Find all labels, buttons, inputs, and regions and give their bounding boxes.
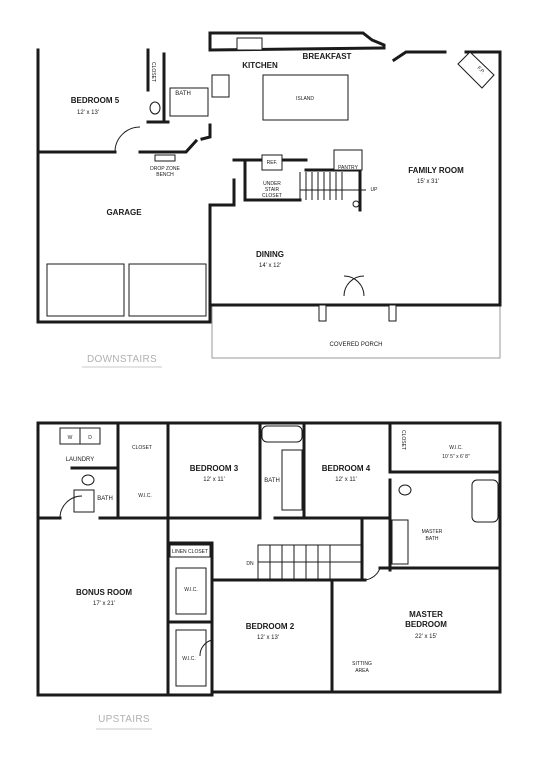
bonus-door <box>59 495 83 519</box>
linen-closet-label: LINEN CLOSET <box>172 549 208 555</box>
porch-post-1 <box>318 304 327 322</box>
ref-label: REF. <box>267 160 278 166</box>
bedroom2-label: BEDROOM 2 <box>246 622 295 631</box>
porch-post-2 <box>388 304 397 322</box>
covered-porch-outline <box>211 305 501 359</box>
kitchen-label: KITCHEN <box>242 61 278 70</box>
bedroom5-door <box>114 126 141 153</box>
washer-label: W <box>68 435 73 441</box>
kitchen-island <box>262 74 349 121</box>
laundry-label: LAUNDRY <box>66 457 95 463</box>
master-door <box>364 567 381 581</box>
wic3-box <box>175 629 207 687</box>
newel-post <box>352 200 360 208</box>
garage-label: GARAGE <box>106 208 142 217</box>
bath2-vanity <box>281 449 303 511</box>
under-stair-wall <box>243 160 302 202</box>
upstairs-outer-wall <box>36 421 502 697</box>
garage-door-right <box>128 263 207 317</box>
dn-label: DN <box>246 561 254 567</box>
master-bedroom-size: 22' x 15' <box>415 634 437 640</box>
linen-closet-box <box>169 544 211 558</box>
bath2-tub <box>261 425 303 443</box>
bath2-walls <box>258 421 306 520</box>
bedroom5-south-wall <box>36 123 212 154</box>
closet2-label: CLOSET <box>400 430 406 450</box>
master-vanity <box>391 519 409 565</box>
wic3-label: W.I.C. <box>182 656 196 662</box>
upstairs-closet-label: CLOSET <box>132 445 152 451</box>
drop-zone-bench <box>154 154 176 162</box>
island-label: ISLAND <box>296 96 314 102</box>
garage-door-left <box>46 263 125 317</box>
refrigerator <box>261 154 283 171</box>
master-bedroom-north-wall <box>330 566 502 582</box>
bath1-vanity <box>73 489 95 513</box>
upstairs-floor-label: UPSTAIRS <box>98 714 150 725</box>
downstairs-plan: BEDROOM 5 12' x 13' CLOSET BATH KITCHEN … <box>36 31 502 368</box>
porch-door <box>343 275 365 297</box>
family-room-size: 15' x 31' <box>417 179 439 185</box>
dining-size: 14' x 12' <box>259 263 281 269</box>
bonus-room-size: 17' x 21' <box>93 601 115 607</box>
fireplace-label: F.P. <box>476 65 486 75</box>
family-room-label: FAMILY ROOM <box>408 166 464 175</box>
porch-door-2 <box>343 275 365 297</box>
laundry-bath-wall <box>70 421 120 520</box>
dryer-label: D <box>88 435 92 441</box>
bedroom4-size: 12' x 11' <box>335 477 357 483</box>
master-toilet <box>398 484 412 496</box>
closet-bath-wall <box>146 52 170 124</box>
up-label: UP <box>371 187 379 193</box>
bedroom3-size: 12' x 11' <box>203 477 225 483</box>
bedroom2-door <box>199 639 213 657</box>
bedroom5-label: BEDROOM 5 <box>71 96 120 105</box>
garage-east-wall <box>208 178 236 207</box>
bath1-toilet <box>81 474 95 486</box>
dryer-box <box>79 427 101 445</box>
cooktop <box>211 74 230 98</box>
dining-label: DINING <box>256 250 284 259</box>
bedroom3-label: BEDROOM 3 <box>190 464 239 473</box>
covered-porch-label: COVERED PORCH <box>329 342 382 348</box>
bath2-label: BATH <box>264 478 280 484</box>
wic-master-label: W.I.C. <box>449 445 463 451</box>
bedroom5-size: 12' x 13' <box>77 110 99 116</box>
downstairs-bath-label: BATH <box>175 91 191 97</box>
pantry-box <box>333 149 363 171</box>
pantry-label: PANTRY <box>338 165 358 171</box>
downstairs-stairs <box>299 172 366 200</box>
bedroom4-label: BEDROOM 4 <box>322 464 371 473</box>
laundry-south-wall <box>36 421 170 520</box>
bonus-room-label: BONUS ROOM <box>76 588 132 597</box>
wic-walls <box>166 541 214 694</box>
wic2-label: W.I.C. <box>184 587 198 593</box>
upstairs-stairs <box>257 544 363 580</box>
wic-master-size: 10' 5" x 6' 8" <box>442 454 470 460</box>
wic1-label: W.I.C. <box>138 493 152 499</box>
fireplace <box>457 51 495 89</box>
bath1-label: BATH <box>97 496 113 502</box>
bedroom2-size: 12' x 13' <box>257 635 279 641</box>
master-tub <box>471 479 499 523</box>
wic2-box <box>175 567 207 615</box>
bedroom4-walls <box>298 421 502 520</box>
downstairs-floor-label: DOWNSTAIRS <box>87 354 157 365</box>
toilet <box>149 101 161 115</box>
kitchen-sink <box>236 37 263 51</box>
bedroom5-closet-label: CLOSET <box>150 62 156 82</box>
upstairs-plan: W D LAUNDRY CLOSET BATH W.I.C. BEDROOM 3… <box>36 421 502 730</box>
bath-vanity <box>169 87 209 117</box>
breakfast-label: BREAKFAST <box>303 52 352 61</box>
